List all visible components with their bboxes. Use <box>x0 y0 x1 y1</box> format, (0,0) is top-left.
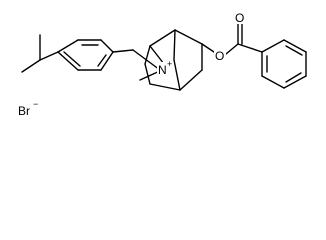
bond <box>57 39 79 53</box>
benzyl-linker <box>112 49 161 71</box>
benzoate-ester <box>201 23 263 55</box>
bromide-charge: − <box>33 99 38 109</box>
bond <box>57 51 79 71</box>
carbonyl-oxygen-label: O <box>235 11 244 25</box>
bond <box>201 43 215 53</box>
bond <box>173 59 181 91</box>
bond <box>225 43 239 55</box>
bond <box>144 45 151 65</box>
bond <box>179 69 203 91</box>
benzene-ring-benzoyl <box>261 39 307 89</box>
bond <box>149 83 181 91</box>
bond <box>112 49 134 53</box>
bromide-label: Br <box>18 104 30 118</box>
bond <box>237 43 263 53</box>
bond <box>173 29 176 61</box>
bond <box>261 75 285 89</box>
bond <box>283 39 307 53</box>
ester-oxygen-label: O <box>215 49 224 63</box>
bond <box>39 51 59 61</box>
double-bond <box>285 45 303 56</box>
bond <box>283 75 307 89</box>
isopropyl-group <box>21 34 59 73</box>
bond <box>21 59 41 73</box>
bond <box>149 45 165 65</box>
chemical-structure: N + O O Br − <box>18 10 307 118</box>
nitrogen-charge: + <box>167 59 172 69</box>
bond <box>144 63 151 85</box>
double-bond <box>97 54 107 67</box>
bond <box>174 29 203 45</box>
bond <box>261 39 285 53</box>
double-bond <box>63 51 81 67</box>
bond <box>100 51 114 71</box>
bond <box>149 29 176 47</box>
nitrogen-atom-label: N <box>158 63 167 77</box>
bond <box>100 39 114 53</box>
benzene-ring-para <box>57 39 114 71</box>
double-bond <box>285 72 302 83</box>
